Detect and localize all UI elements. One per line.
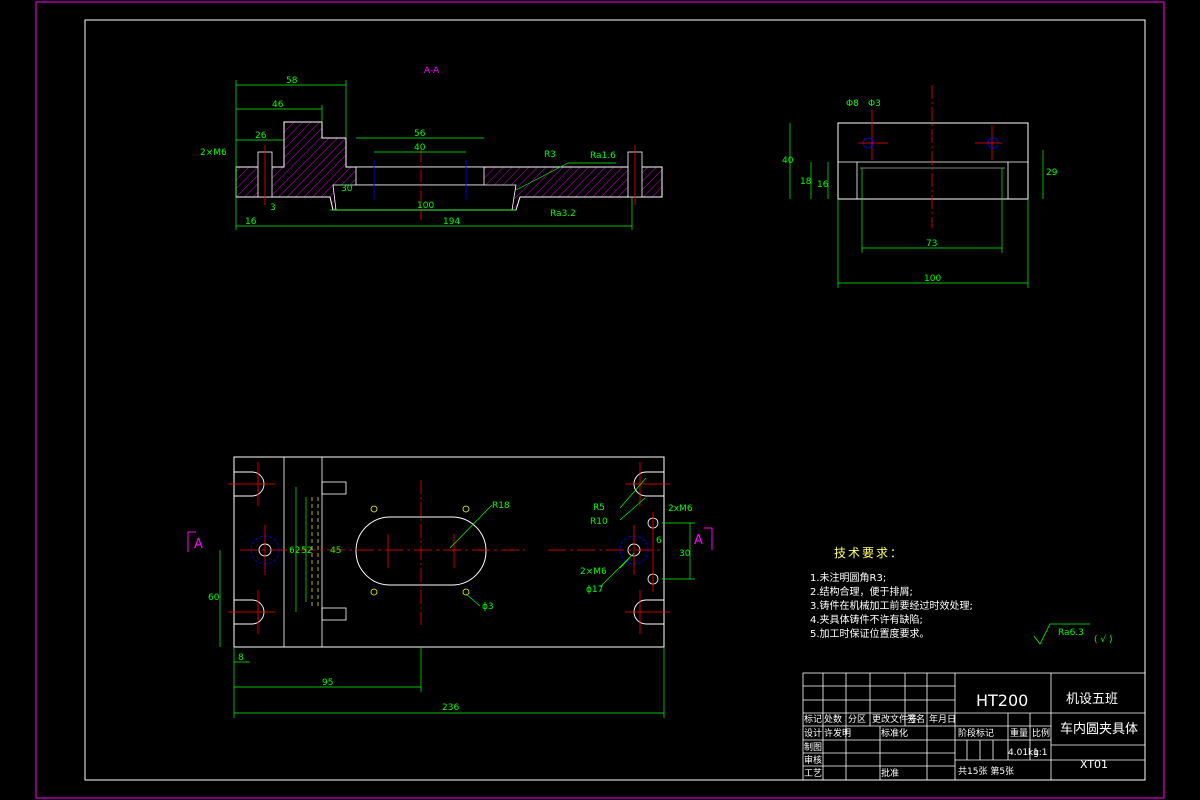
dimension-label: 比例 xyxy=(1032,727,1050,739)
plan-view: A A R18 R5 R10 2xM6 6 30 2×M6 ϕ17 ϕ3 60 … xyxy=(187,456,713,718)
dimension-label: 45 xyxy=(330,546,341,556)
dimension-label: 40 xyxy=(782,156,794,166)
dimension-label: 批准 xyxy=(881,767,899,779)
dimension-label: R10 xyxy=(590,517,608,527)
dimension-label: Φ8 xyxy=(846,99,859,109)
dimension-label: 许发明 xyxy=(824,727,851,739)
dimension-label: 2×M6 xyxy=(200,148,227,158)
dimension-label: 30 xyxy=(679,549,691,559)
dimension-label: 更改文件号 xyxy=(872,713,917,725)
dimension-label: 73 xyxy=(926,239,937,249)
dimension-label: 标记 xyxy=(804,713,822,725)
dimension-label: 100 xyxy=(417,201,434,211)
dimension-label: 1:1 xyxy=(1033,748,1047,758)
material: HT200 xyxy=(976,691,1028,710)
section-title: A-A xyxy=(424,66,440,76)
dimension-label: 签名 xyxy=(907,713,925,725)
dimension-label: Ra3.2 xyxy=(550,209,576,219)
inner-frame xyxy=(84,19,1146,781)
tech-requirement-item: 3.铸件在机械加工前要经过时效处理; xyxy=(810,601,973,612)
dimension-label: 62 xyxy=(289,546,300,556)
dimension-label: 审核 xyxy=(804,754,822,766)
dimension-label: 26 xyxy=(255,131,267,141)
plan-section-mark-left: A xyxy=(194,537,203,552)
dimension-label: 阶段标记 xyxy=(958,727,994,739)
dimension-label: 46 xyxy=(272,100,284,110)
drawing-number: XT01 xyxy=(1080,758,1108,771)
dimension-label: 52 xyxy=(301,546,312,556)
dimension-label: 29 xyxy=(1046,168,1058,178)
dimension-label: Ra6.3 xyxy=(1058,628,1084,638)
dimension-label: 100 xyxy=(924,274,941,284)
dimension-label: ϕ3 xyxy=(482,602,494,612)
tech-requirement-item: 4.夹具体铸件不许有缺陷; xyxy=(810,615,923,626)
dimension-label: R5 xyxy=(593,503,605,513)
outer-frame xyxy=(35,1,1165,799)
dimension-label: 3 xyxy=(270,203,276,213)
dimension-label: R18 xyxy=(492,501,510,511)
dimension-label: 16 xyxy=(817,180,829,190)
dimension-label: 6 xyxy=(656,536,662,546)
dimension-label: 60 xyxy=(208,593,220,603)
dimension-label: 制图 xyxy=(804,741,822,753)
part-name: 车内圆夹具体 xyxy=(1060,721,1138,737)
dimension-label: 56 xyxy=(414,129,426,139)
dimension-label: 标准化 xyxy=(881,727,908,739)
dimension-label: 95 xyxy=(322,678,333,688)
dimension-label: ϕ17 xyxy=(586,585,603,595)
dimension-label: 8 xyxy=(238,653,244,663)
dimension-label: 重量 xyxy=(1010,727,1028,739)
class-name: 机设五班 xyxy=(1066,692,1118,707)
dimension-label: 58 xyxy=(286,76,298,86)
dimension-label: 2xM6 xyxy=(668,504,693,514)
dimension-label: 设计 xyxy=(804,727,822,739)
side-view: Φ8 Φ3 40 18 16 29 73 100 xyxy=(782,85,1058,288)
tech-requirement-item: 5.加工时保证位置度要求。 xyxy=(810,629,930,640)
dimension-label: 236 xyxy=(442,703,459,713)
dimension-label: 4.01kg xyxy=(1008,748,1039,758)
plan-section-mark-right: A xyxy=(694,533,703,548)
section-view: A-A 58 46 xyxy=(200,66,663,230)
roughness-other: ( √ ) xyxy=(1094,634,1112,645)
tech-requirement-item: 2.结构合理，便于排屑; xyxy=(810,587,913,598)
dimension-label: Φ3 xyxy=(868,99,881,109)
roughness-symbol xyxy=(1033,623,1090,645)
dimension-label: 工艺 xyxy=(804,768,822,779)
tech-requirement-item: 1.未注明圆角R3; xyxy=(810,573,887,584)
dimension-label: 2×M6 xyxy=(580,567,607,577)
dimension-label: R3 xyxy=(544,150,556,160)
dimension-label: Ra1.6 xyxy=(590,151,616,161)
tech-requirements: 技术要求： 1.未注明圆角R3; 2.结构合理，便于排屑; 3.铸件在机械加工前… xyxy=(810,546,973,642)
dimension-label: 处数 xyxy=(824,713,842,725)
dimension-label: 40 xyxy=(414,143,426,153)
title-block xyxy=(802,672,1146,781)
dimension-label: 194 xyxy=(443,217,460,227)
dimension-label: 30 xyxy=(341,184,353,194)
tech-requirements-title: 技术要求： xyxy=(834,546,905,560)
dimension-label: 分区 xyxy=(848,714,866,725)
dimension-label: 16 xyxy=(245,217,257,227)
dimension-label: 18 xyxy=(800,177,812,187)
dimension-label: 共15张 第5张 xyxy=(958,765,1014,777)
dimension-label: 年月日 xyxy=(929,713,956,725)
